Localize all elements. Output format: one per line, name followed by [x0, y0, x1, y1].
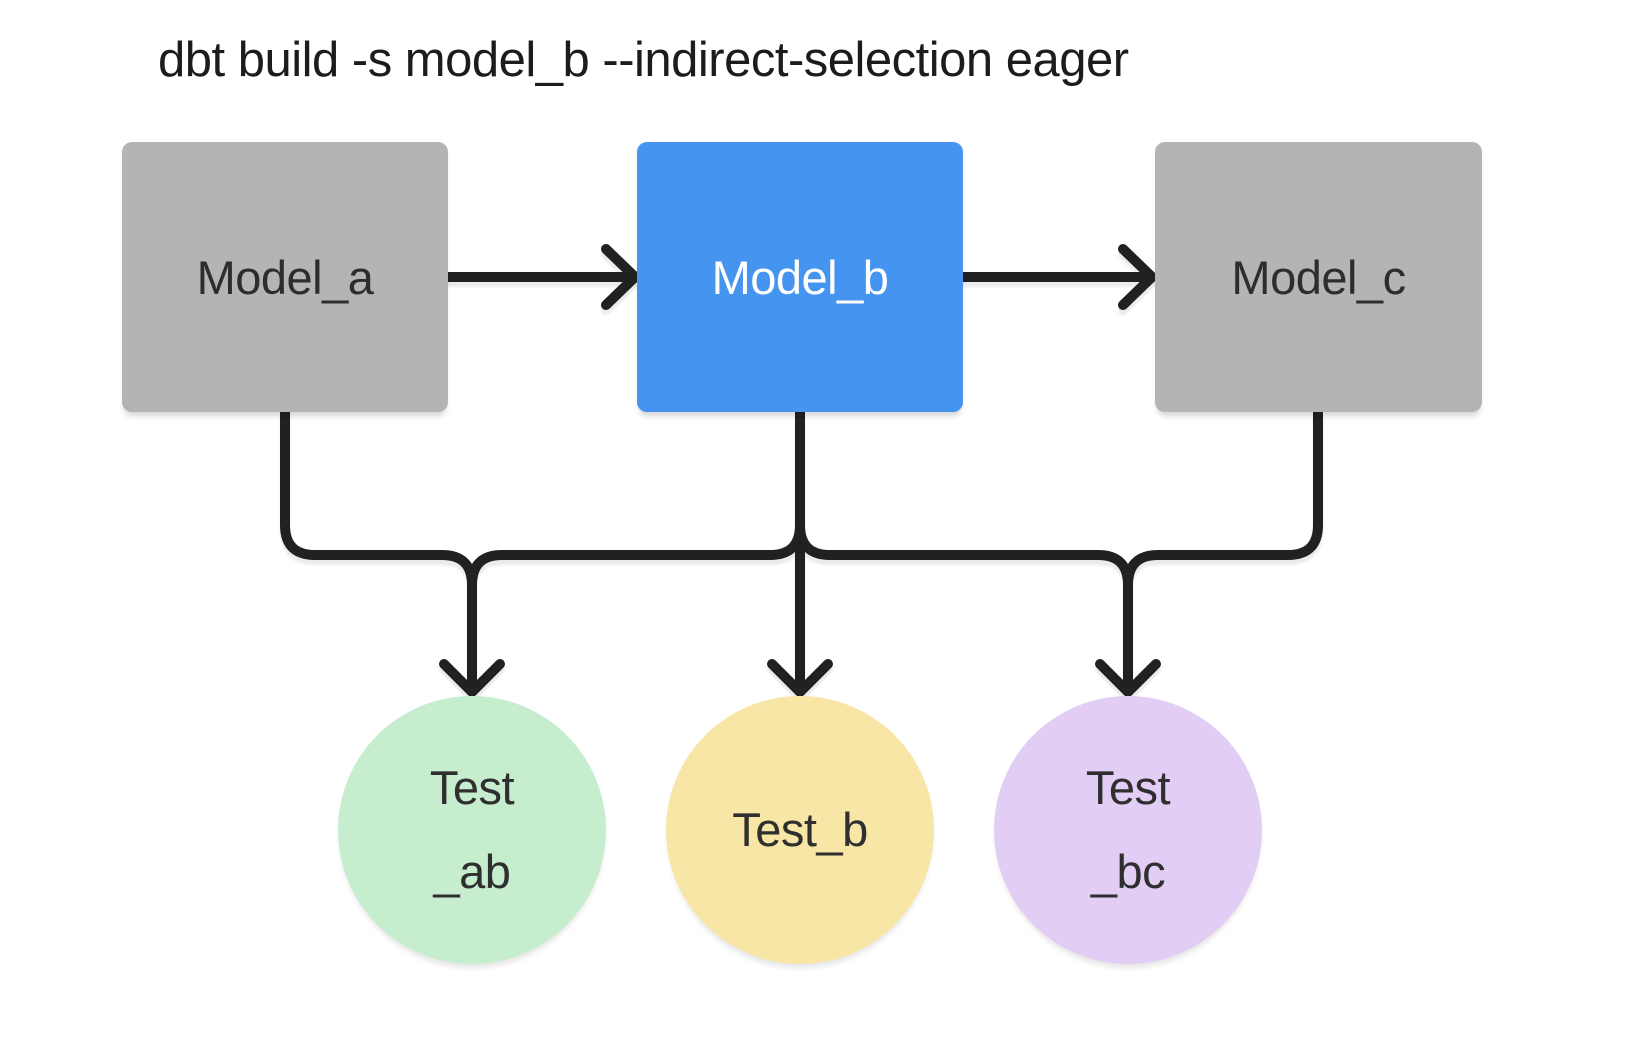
edge-model-c-to-test-bc [1123, 407, 1323, 691]
edge-model-b-to-test-bc [795, 407, 1133, 691]
node-test-ab: Test _ab [338, 696, 606, 964]
node-test-bc-label-line2: _bc [1090, 845, 1166, 898]
node-model-c: Model_c [1155, 142, 1482, 412]
diagram-title: dbt build -s model_b --indirect-selectio… [158, 33, 1129, 87]
node-model-b: Model_b [637, 142, 963, 412]
arrowhead-test-bc-icon [1095, 659, 1161, 697]
node-test-b: Test_b [666, 696, 934, 964]
arrowhead-test-b-icon [767, 659, 833, 697]
node-test-bc-label-line1: Test [1085, 761, 1171, 814]
node-model-c-label: Model_c [1231, 250, 1406, 304]
node-test-ab-label-line1: Test [429, 761, 515, 814]
edge-model-b-to-test-ab [467, 407, 805, 691]
edge-model-a-to-test-ab [280, 407, 477, 691]
node-test-bc: Test _bc [994, 696, 1262, 964]
node-test-b-label-line1: Test_b [732, 803, 868, 856]
node-model-a: Model_a [122, 142, 448, 412]
node-test-ab-label-line2: _ab [433, 845, 511, 898]
arrowhead-model-c-icon [1118, 244, 1157, 310]
node-model-a-label: Model_a [196, 250, 374, 304]
arrowhead-test-ab-icon [439, 659, 505, 697]
node-model-b-label: Model_b [711, 250, 889, 304]
arrowhead-model-b-icon [601, 244, 640, 310]
